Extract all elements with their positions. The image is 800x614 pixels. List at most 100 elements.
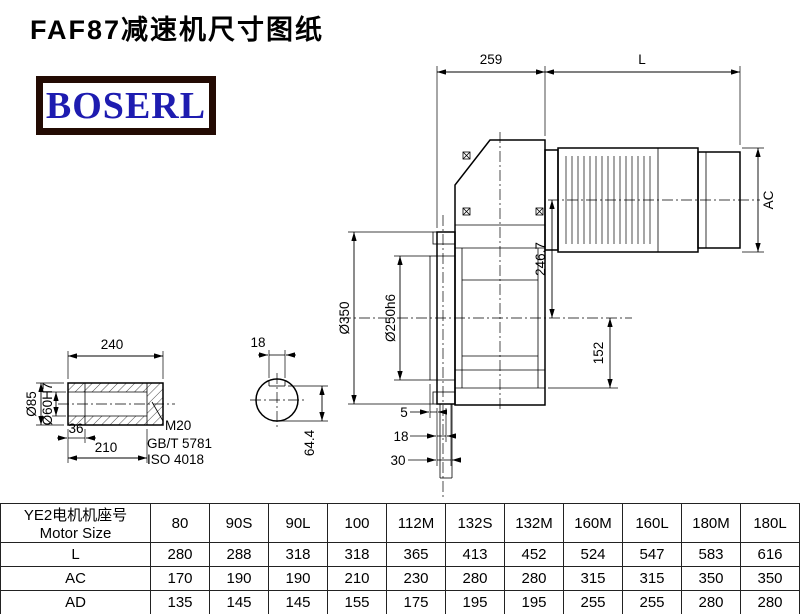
size-col-header: 160L <box>622 503 682 543</box>
table-cell: 170 <box>150 566 210 591</box>
dim-hub-diameter: Ø85 <box>24 382 64 426</box>
motor <box>544 147 741 253</box>
dim-spigot-diameter: Ø250h6 <box>383 255 430 381</box>
table-cell: 190 <box>209 566 269 591</box>
dim-210-label: 210 <box>95 440 118 455</box>
dim-64-4: 64.4 <box>280 385 328 456</box>
bolt-icon <box>535 207 544 216</box>
dim-240-label: 240 <box>101 337 124 352</box>
page-title: FAF87减速机尺寸图纸 <box>30 15 325 45</box>
dim-AC-label: AC <box>761 190 776 209</box>
dim-keyway-width: 18 <box>250 335 296 378</box>
table-cell: 315 <box>563 566 623 591</box>
dim-key18-label: 18 <box>250 335 265 350</box>
table-cell: 413 <box>445 542 505 567</box>
size-col-header: 180L <box>740 503 800 543</box>
motor-size-table: YE2电机机座号 Motor Size 80 90S 90L 100 112M … <box>0 503 800 614</box>
table-cell: 315 <box>622 566 682 591</box>
table-cell: 195 <box>504 590 564 614</box>
table-cell: 318 <box>327 542 387 567</box>
table-cell: 350 <box>740 566 800 591</box>
table-cell: 583 <box>681 542 741 567</box>
technical-drawing: 259 L AC 246.7 152 Ø350 <box>24 52 776 498</box>
table-cell: 280 <box>445 566 505 591</box>
table-cell: 145 <box>209 590 269 614</box>
bolt-icon <box>462 207 471 216</box>
dim-240: 240 <box>67 337 164 379</box>
brand-logo-text: BOSERL <box>45 84 207 127</box>
table-row-AC: AC 170 190 190 210 230 280 280 315 315 3… <box>0 566 800 591</box>
table-cell: 524 <box>563 542 623 567</box>
dim-152-label: 152 <box>591 342 606 365</box>
size-col-header: 160M <box>563 503 623 543</box>
dim-210: 210 <box>67 429 148 463</box>
motor-size-header: YE2电机机座号 Motor Size <box>0 503 151 543</box>
size-col-header: 100 <box>327 503 387 543</box>
dim-flange-diameter: Ø350 <box>337 231 433 405</box>
table-cell: 280 <box>681 590 741 614</box>
dim-246-label: 246.7 <box>533 242 548 276</box>
table-cell: 452 <box>504 542 564 567</box>
row-label: L <box>0 542 151 567</box>
table-cell: 195 <box>445 590 505 614</box>
table-cell: 230 <box>386 566 446 591</box>
shaft-cross-section <box>255 378 299 422</box>
size-col-header: 112M <box>386 503 446 543</box>
table-cell: 135 <box>150 590 210 614</box>
table-cell: 318 <box>268 542 328 567</box>
table-row-AD: AD 135 145 145 155 175 195 195 255 255 2… <box>0 590 800 614</box>
table-cell: 616 <box>740 542 800 567</box>
dim-246-7: 246.7 <box>533 200 555 318</box>
size-col-header: 132M <box>504 503 564 543</box>
size-col-header: 180M <box>681 503 741 543</box>
dim-bore-diameter: Ø60H7 <box>40 383 66 426</box>
standard-iso-label: ISO 4018 <box>147 452 204 467</box>
bolt-icon <box>462 151 471 160</box>
table-cell: 255 <box>563 590 623 614</box>
size-col-header: 80 <box>150 503 210 543</box>
dim-250-label: Ø250h6 <box>383 294 398 342</box>
motor-fins <box>565 156 651 244</box>
dim-18-label: 18 <box>393 429 408 444</box>
reducer-housing <box>454 139 546 406</box>
table-cell: 365 <box>386 542 446 567</box>
size-col-header: 90S <box>209 503 269 543</box>
table-cell: 190 <box>268 566 328 591</box>
thread-label: M20 <box>165 418 191 433</box>
table-row-L: L 280 288 318 318 365 413 452 524 547 58… <box>0 542 800 567</box>
dim-64-label: 64.4 <box>302 429 317 456</box>
dim-36-label: 36 <box>68 421 83 436</box>
dim-bottom-offsets: 5 18 30 <box>390 384 461 468</box>
output-flange <box>429 231 456 479</box>
table-cell: 547 <box>622 542 682 567</box>
dim-30-label: 30 <box>390 453 405 468</box>
brand-logo: BOSERL <box>36 76 216 135</box>
dim-ac: AC <box>742 147 776 253</box>
centerlines <box>58 132 760 498</box>
dim-85-label: Ø85 <box>24 391 39 417</box>
table-cell: 255 <box>622 590 682 614</box>
dim-350-label: Ø350 <box>337 301 352 334</box>
motor-size-header-en: Motor Size <box>39 525 112 542</box>
table-cell: 155 <box>327 590 387 614</box>
size-col-header: 90L <box>268 503 328 543</box>
standard-gb-label: GB/T 5781 <box>147 436 212 451</box>
table-cell: 280 <box>740 590 800 614</box>
table-cell: 145 <box>268 590 328 614</box>
dim-36: 36 <box>57 421 96 443</box>
table-cell: 210 <box>327 566 387 591</box>
dim-top: 259 L <box>436 52 741 228</box>
dim-152: 152 <box>548 318 618 389</box>
table-header-row: YE2电机机座号 Motor Size 80 90S 90L 100 112M … <box>0 503 800 543</box>
motor-size-header-cn: YE2电机机座号 <box>23 507 128 524</box>
table-cell: 350 <box>681 566 741 591</box>
dim-259-label: 259 <box>480 52 503 67</box>
table-cell: 280 <box>504 566 564 591</box>
dim-5-label: 5 <box>400 405 408 420</box>
dim-60-label: Ø60H7 <box>40 383 55 426</box>
dim-L-label: L <box>638 52 646 67</box>
table-cell: 288 <box>209 542 269 567</box>
table-cell: 280 <box>150 542 210 567</box>
size-col-header: 132S <box>445 503 505 543</box>
